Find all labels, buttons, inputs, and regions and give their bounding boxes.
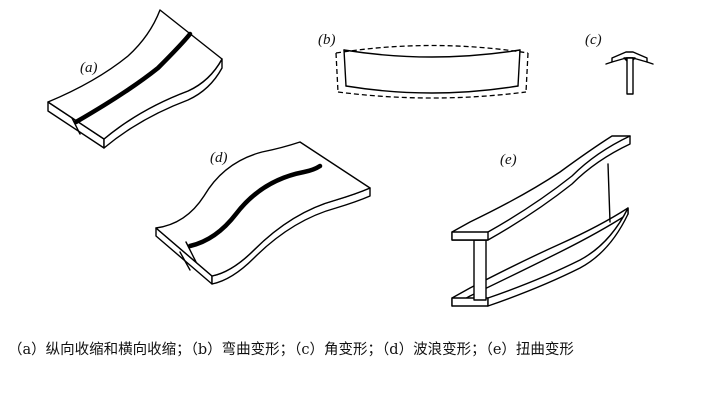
panel-a-weld — [73, 31, 193, 125]
panel-b-label: (b) — [318, 32, 336, 48]
panel-d-label: (d) — [210, 150, 228, 166]
panel-c-tee — [605, 51, 654, 95]
panel-e: (e) — [451, 135, 631, 307]
panel-c-label: (c) — [585, 32, 602, 48]
panel-d: (d) — [155, 141, 371, 285]
panel-c: (c) — [585, 32, 654, 95]
panel-a-plate — [47, 9, 223, 149]
panel-b-beam — [335, 44, 529, 99]
panel-d-plate — [155, 141, 371, 285]
figure-caption: （a）纵向收缩和横向收缩；（b）弯曲变形；（c）角变形；（d）波浪变形；（e）扭… — [8, 341, 574, 358]
panel-d-weld — [187, 163, 323, 249]
panel-a-label: (a) — [80, 60, 98, 76]
panel-e-label: (e) — [500, 152, 517, 168]
panel-a: (a) — [47, 9, 223, 149]
panel-b: (b) — [318, 32, 529, 99]
panel-e-ibeam — [451, 135, 631, 307]
